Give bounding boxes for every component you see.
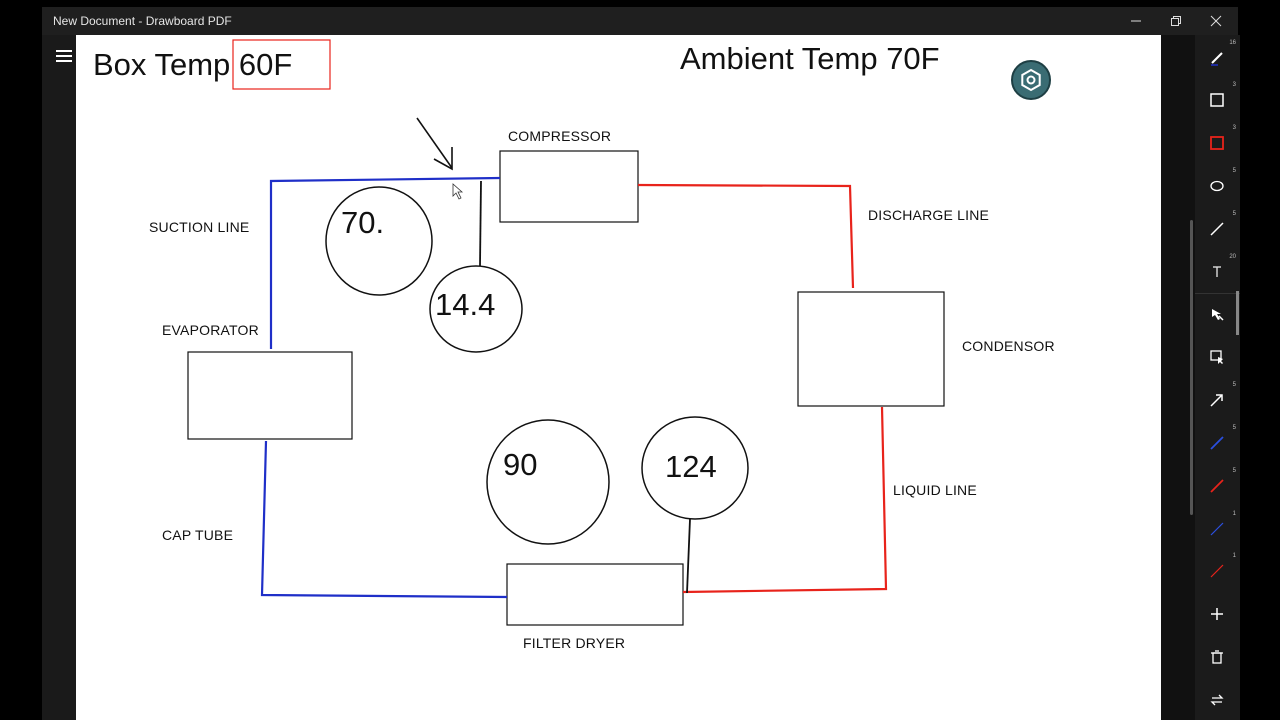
tool-blue-line-thin-size: 1	[1232, 511, 1236, 517]
ambient-temp-label: Ambient Temp 70F	[680, 41, 940, 76]
suction-line	[269, 176, 501, 349]
restore-icon	[1171, 16, 1181, 26]
liquid-line	[682, 406, 888, 594]
right-gutter	[1161, 35, 1195, 720]
box-temp-highlight	[232, 39, 331, 90]
line-icon	[1210, 222, 1224, 236]
hamburger-icon	[56, 50, 72, 62]
tool-crop-select[interactable]	[1202, 342, 1232, 372]
swap-toolbar-button[interactable]	[1202, 685, 1232, 715]
tool-rectangle-red[interactable]: 3	[1202, 125, 1236, 158]
low-pressure-gauge	[429, 265, 523, 353]
active-tool-indicator	[1236, 291, 1239, 335]
condensor-label: CONDENSOR	[962, 338, 1055, 354]
tool-arrow[interactable]: 5	[1202, 382, 1236, 415]
minimize-icon	[1131, 20, 1141, 22]
swap-icon	[1210, 694, 1224, 706]
annotation-arrow	[416, 117, 453, 171]
rectangle-red-icon	[1210, 136, 1224, 150]
toolbar-divider	[1195, 293, 1240, 294]
evaporator-box	[187, 351, 353, 440]
discharge-line	[637, 183, 855, 289]
tool-blue-line-size: 5	[1232, 425, 1236, 431]
close-icon	[1210, 15, 1222, 27]
tool-red-line[interactable]: 5	[1202, 468, 1236, 501]
cap-tube-line	[260, 440, 508, 599]
annotation-toolbar: 16 3 3 5 5 20 5	[1195, 35, 1240, 720]
discharge-line-label: DISCHARGE LINE	[868, 207, 990, 223]
tool-arrow-size: 5	[1232, 382, 1236, 388]
cap-tube-label: CAP TUBE	[162, 527, 234, 543]
low-temp-gauge	[325, 186, 433, 296]
settings-button[interactable]	[1011, 60, 1051, 100]
settings-hexagon-icon	[1021, 68, 1041, 92]
tool-text-size: 20	[1229, 254, 1236, 260]
low-temp-reading: 70.	[341, 205, 385, 240]
tool-rectangle-red-size: 3	[1232, 125, 1236, 131]
tool-line[interactable]: 5	[1202, 211, 1236, 244]
select-icon	[1212, 309, 1224, 321]
tool-pen-size: 16	[1229, 40, 1236, 46]
filter-dryer-label: FILTER DRYER	[523, 635, 626, 651]
condensor-box	[797, 291, 945, 407]
pen-icon	[1211, 52, 1223, 66]
tool-red-line-size: 5	[1232, 468, 1236, 474]
high-pressure-reading: 124	[665, 449, 717, 484]
red-line-thin-icon	[1210, 564, 1224, 578]
menu-button[interactable]	[50, 44, 78, 68]
add-icon	[1211, 608, 1223, 620]
add-tool-button[interactable]	[1202, 599, 1232, 629]
tool-blue-line-thin[interactable]: 1	[1202, 511, 1236, 544]
box-temp-label: Box Temp 60F	[93, 47, 293, 82]
high-pressure-gauge	[641, 416, 749, 520]
blue-line-icon	[1210, 436, 1224, 450]
tool-text[interactable]: 20	[1202, 254, 1236, 287]
title-bar: New Document - Drawboard PDF	[42, 7, 1238, 35]
tool-red-line-thin[interactable]: 1	[1202, 553, 1236, 586]
compressor-box	[499, 150, 639, 223]
document-canvas[interactable]: Box Temp 60F Ambient Temp 70F COMPRESSOR…	[76, 35, 1161, 720]
tool-rectangle[interactable]: 3	[1202, 82, 1236, 115]
tool-pen[interactable]: 16	[1202, 40, 1236, 73]
text-icon	[1213, 266, 1221, 277]
suction-line-label: SUCTION LINE	[149, 219, 250, 235]
restore-button[interactable]	[1156, 7, 1196, 35]
rectangle-icon	[1210, 93, 1224, 107]
evaporator-label: EVAPORATOR	[162, 322, 259, 338]
compressor-label: COMPRESSOR	[508, 128, 612, 144]
arrow-icon	[1210, 394, 1223, 407]
tool-line-size: 5	[1232, 211, 1236, 217]
high-pressure-lead	[686, 518, 691, 594]
tool-rectangle-size: 3	[1232, 82, 1236, 88]
high-temp-gauge	[486, 419, 610, 545]
liquid-line-label: LIQUID LINE	[893, 482, 977, 498]
tool-select[interactable]	[1202, 299, 1232, 329]
blue-line-thin-icon	[1210, 522, 1224, 536]
crop-select-icon	[1210, 350, 1223, 364]
red-line-icon	[1210, 479, 1224, 493]
minimize-button[interactable]	[1116, 7, 1156, 35]
diagram-drawing	[187, 39, 945, 626]
tool-ellipse[interactable]: 5	[1202, 168, 1236, 201]
left-panel	[42, 35, 76, 720]
box-temp-value: 60F	[238, 47, 293, 82]
close-button[interactable]	[1196, 7, 1236, 35]
filter-dryer-box	[506, 563, 684, 626]
tool-red-line-thin-size: 1	[1232, 553, 1236, 559]
delete-button[interactable]	[1202, 642, 1232, 672]
low-pressure-lead	[479, 180, 482, 267]
mouse-cursor-icon	[452, 183, 464, 200]
window-title: New Document - Drawboard PDF	[53, 14, 232, 28]
high-temp-reading: 90	[503, 447, 538, 482]
tool-blue-line[interactable]: 5	[1202, 425, 1236, 458]
vertical-scrollbar[interactable]	[1190, 220, 1193, 515]
trash-icon	[1211, 650, 1223, 664]
low-pressure-reading: 14.4	[435, 287, 496, 322]
ellipse-icon	[1210, 180, 1224, 192]
tool-ellipse-size: 5	[1232, 168, 1236, 174]
